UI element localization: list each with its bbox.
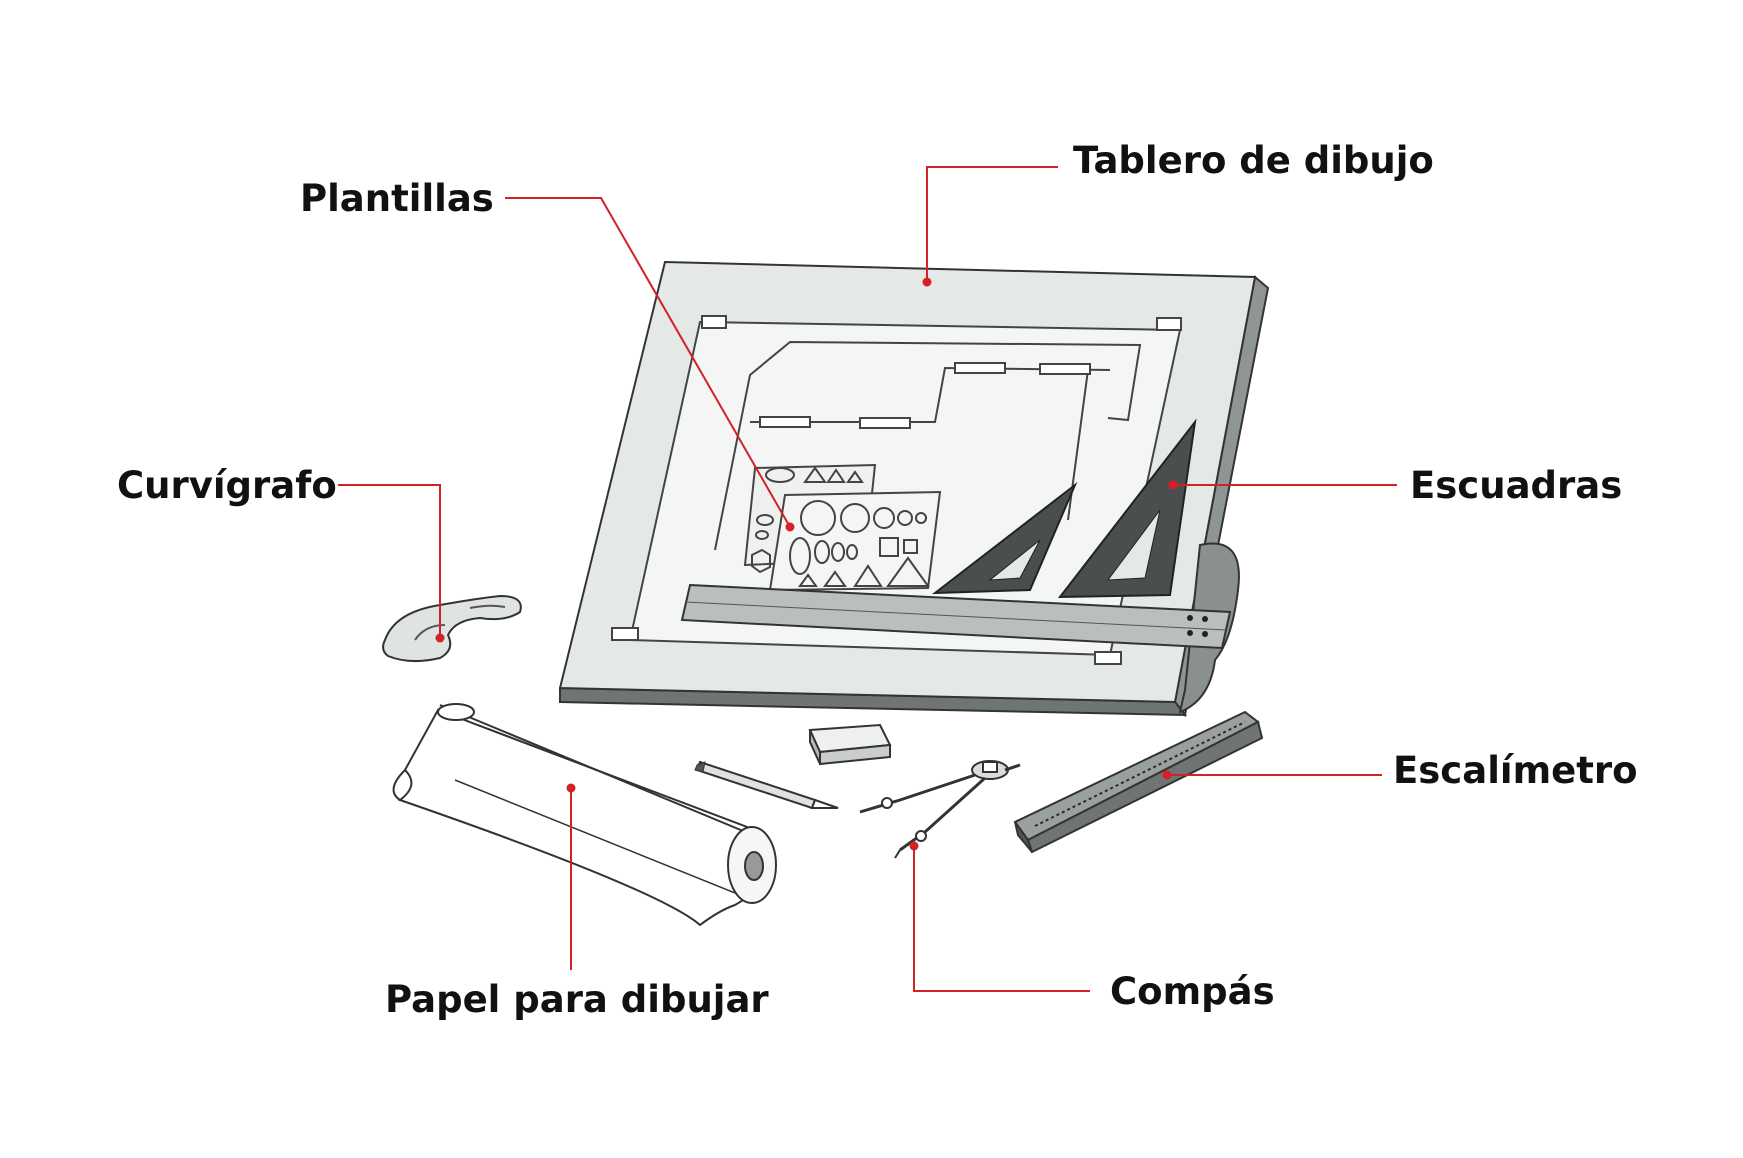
- label-compas: Compás: [1110, 970, 1275, 1013]
- label-curvigrafo: Curvígrafo: [117, 464, 337, 507]
- leader-compas: [913, 846, 1090, 992]
- paper-roll: [392, 703, 777, 927]
- templates: [743, 463, 942, 592]
- compass: [859, 760, 1021, 859]
- leader-dots: [435, 277, 1178, 851]
- label-plantillas: Plantillas: [300, 177, 494, 220]
- leader-tablero: [926, 166, 1058, 282]
- french-curve: [382, 594, 522, 662]
- leader-lines: [338, 166, 1397, 992]
- label-papel: Papel para dibujar: [385, 978, 769, 1021]
- tape-tl: [701, 315, 727, 329]
- set-squares: [931, 418, 1197, 599]
- tape-br: [1094, 651, 1122, 665]
- scale-ruler: [1013, 710, 1264, 854]
- label-escalimetro: Escalímetro: [1393, 749, 1638, 792]
- pencil: [694, 760, 839, 810]
- leader-curvigrafo: [338, 484, 441, 638]
- tape-bl: [611, 627, 639, 641]
- eraser: [808, 723, 892, 766]
- tape-tr: [1156, 317, 1182, 331]
- label-escuadras: Escuadras: [1410, 464, 1623, 507]
- parallel-ruler: [680, 583, 1232, 650]
- leader-plantillas: [505, 197, 791, 528]
- label-tablero: Tablero de dibujo: [1073, 139, 1434, 182]
